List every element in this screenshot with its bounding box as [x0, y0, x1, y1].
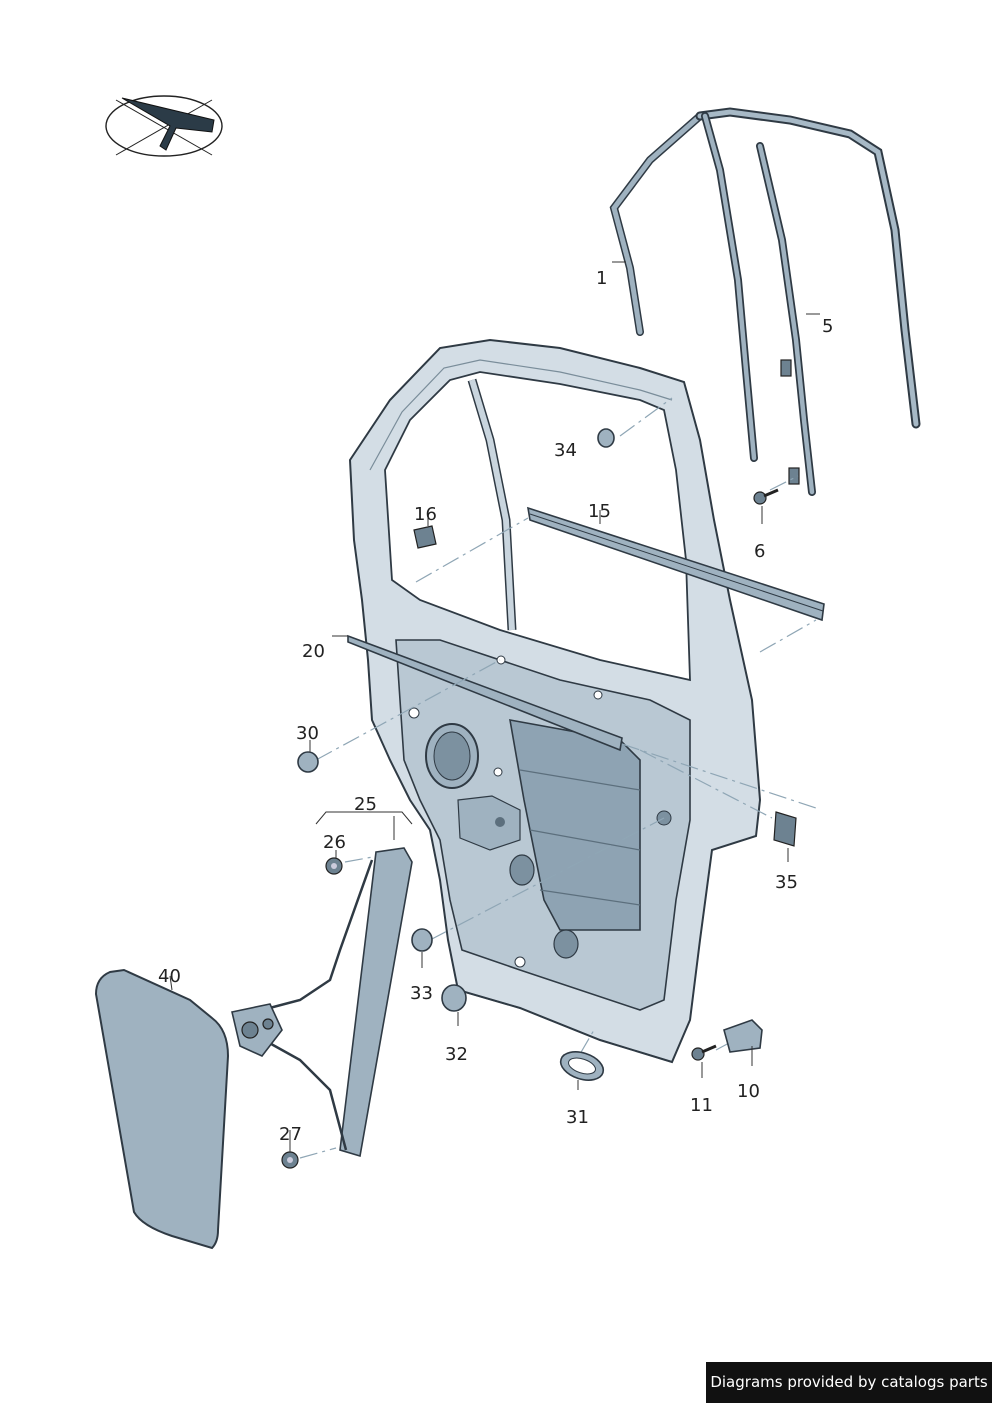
- label-part-6: 6: [754, 541, 765, 562]
- label-part-32: 32: [445, 1044, 468, 1065]
- label-part-25: 25: [354, 794, 377, 815]
- part-labels: 1 5 6 10 11 15 16 20 25 26 27 30 31 32 3…: [158, 268, 833, 1145]
- label-part-27: 27: [279, 1124, 302, 1145]
- view-direction-icon: [105, 95, 223, 157]
- label-part-1: 1: [596, 268, 607, 289]
- label-part-16: 16: [414, 504, 437, 525]
- part-20-inner-window-seal: [347, 634, 623, 752]
- part-6-screw: [753, 488, 779, 505]
- part-34-plug: [597, 428, 615, 448]
- part-33-plug: [411, 928, 433, 952]
- label-part-35: 35: [775, 872, 798, 893]
- label-part-31: 31: [566, 1107, 589, 1128]
- part-15-outer-window-seal: [526, 506, 825, 622]
- part-25-window-regulator: [231, 847, 413, 1158]
- credit-footer: Diagrams provided by catalogs parts: [706, 1362, 992, 1403]
- label-part-10: 10: [737, 1081, 760, 1102]
- label-part-30: 30: [296, 723, 319, 744]
- part-26-nut: [325, 857, 343, 875]
- part-30-plug: [297, 751, 319, 773]
- label-part-34: 34: [554, 440, 577, 461]
- part-11-screw: [691, 1044, 717, 1061]
- part-32-plug: [441, 984, 467, 1012]
- part-35-pad: [773, 811, 797, 847]
- label-part-33: 33: [410, 983, 433, 1004]
- part-27-nut: [281, 1151, 299, 1169]
- label-part-15: 15: [588, 501, 611, 522]
- assembly-lines: [299, 397, 817, 1159]
- part-31-grommet: [559, 1051, 605, 1081]
- label-part-26: 26: [323, 832, 346, 853]
- part-5-door-frame-trim: [695, 107, 921, 496]
- label-part-5: 5: [822, 316, 833, 337]
- door-shell: [348, 338, 762, 1064]
- part-1-window-channel: [609, 112, 704, 336]
- label-part-20: 20: [302, 641, 325, 662]
- part-40-window-glass: [94, 968, 230, 1250]
- leader-lines: [169, 261, 820, 1152]
- label-part-11: 11: [690, 1095, 713, 1116]
- label-part-40: 40: [158, 966, 181, 987]
- part-10-bracket: [723, 1019, 763, 1053]
- part-16-clip: [413, 525, 437, 549]
